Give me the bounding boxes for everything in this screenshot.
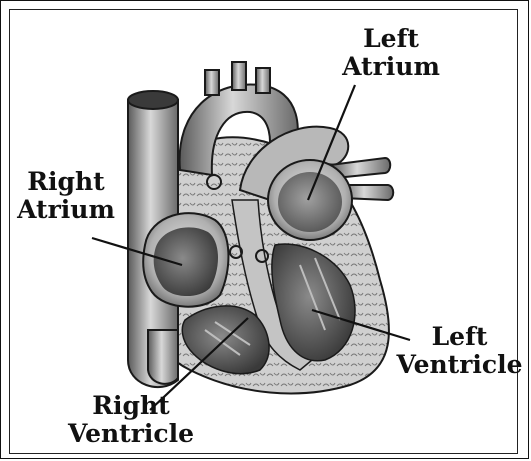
label-right-atrium-line2: Atrium: [6, 196, 126, 224]
label-left-atrium-line1: Left: [316, 25, 466, 53]
label-left-ventricle-line2: Ventricle: [392, 351, 527, 379]
label-left-ventricle: Left Ventricle: [392, 323, 527, 379]
right-atrium-chamber: [143, 213, 228, 307]
label-right-ventricle-line2: Ventricle: [56, 420, 206, 448]
label-right-ventricle-line1: Right: [56, 392, 206, 420]
label-left-ventricle-line1: Left: [392, 323, 527, 351]
label-right-atrium: Right Atrium: [6, 168, 126, 224]
label-left-atrium-line2: Atrium: [316, 53, 466, 81]
label-right-ventricle: Right Ventricle: [56, 392, 206, 448]
left-atrium-chamber: [268, 160, 352, 240]
inferior-vena-cava: [148, 330, 178, 384]
label-right-atrium-line1: Right: [6, 168, 126, 196]
label-left-atrium: Left Atrium: [316, 25, 466, 81]
